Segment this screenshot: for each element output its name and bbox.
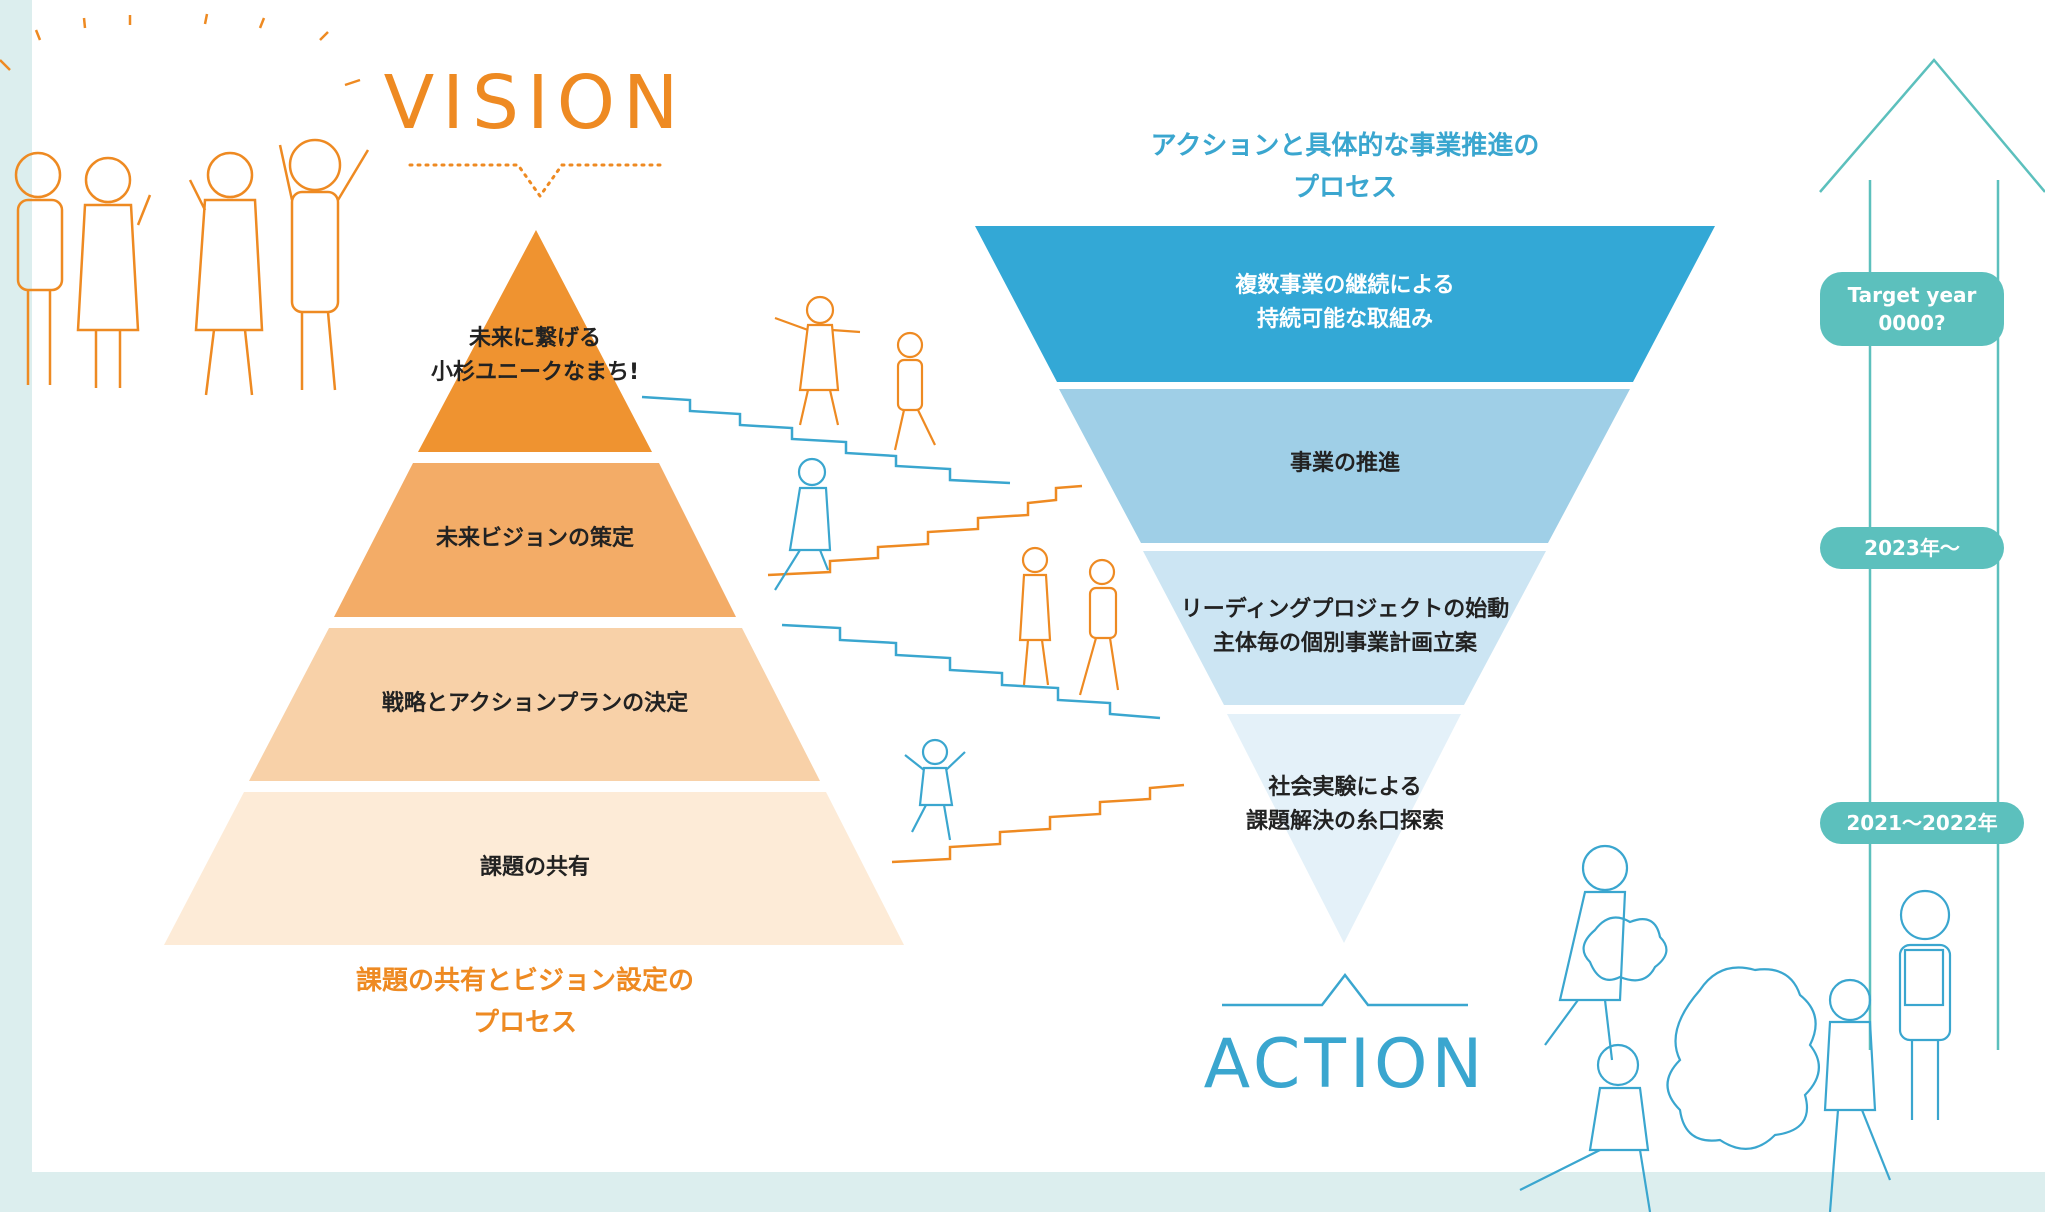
funnel-level-4-label: 社会実験による 課題解決の糸口探索 (1245, 775, 1444, 834)
pyramid-level-4-label: 課題の共有 (479, 855, 590, 880)
pyramid-level-1-label: 未来に繋げる 小杉ユニークなまち! (430, 326, 640, 385)
funnel-level-2-label: 事業の推進 (1289, 451, 1400, 476)
funnel-level-3-label: リーディングプロジェクトの始動 主体毎の個別事業計画立案 (1180, 597, 1510, 656)
staircase-orange-1 (767, 484, 1083, 577)
pyramid-level-2-label: 未来ビジョンの策定 (435, 526, 634, 551)
staircase-orange-2 (891, 783, 1185, 864)
vision-caption: 課題の共有とビジョン設定の プロセス (355, 966, 694, 1038)
people-building-illustration (1519, 844, 1952, 1212)
walking-people-blue (774, 457, 966, 841)
vision-dotted-chevron (408, 163, 664, 199)
vision-title: VISION (383, 60, 687, 146)
action-caption: アクションと具体的な事業推進の プロセス (1150, 131, 1540, 203)
pyramid-level-3-label: 戦略とアクションプランの決定 (381, 691, 689, 716)
funnel-level-1-label: 複数事業の継続による 持続可能な取組み (1235, 273, 1455, 332)
action-peak-line (1222, 972, 1468, 1007)
staircase-blue-2 (781, 623, 1161, 720)
timeline-badge-2021-2022: 2021～2022年 (1820, 802, 2024, 844)
timeline-badge-2023: 2023年～ (1820, 527, 2004, 569)
walking-people-orange (774, 295, 1120, 696)
timeline-badge-target-year: Target year 0000? (1820, 272, 2004, 346)
staircase-blue-1 (641, 395, 1011, 485)
people-cheering-illustration (0, 13, 370, 396)
action-title: ACTION (1203, 1025, 1487, 1104)
